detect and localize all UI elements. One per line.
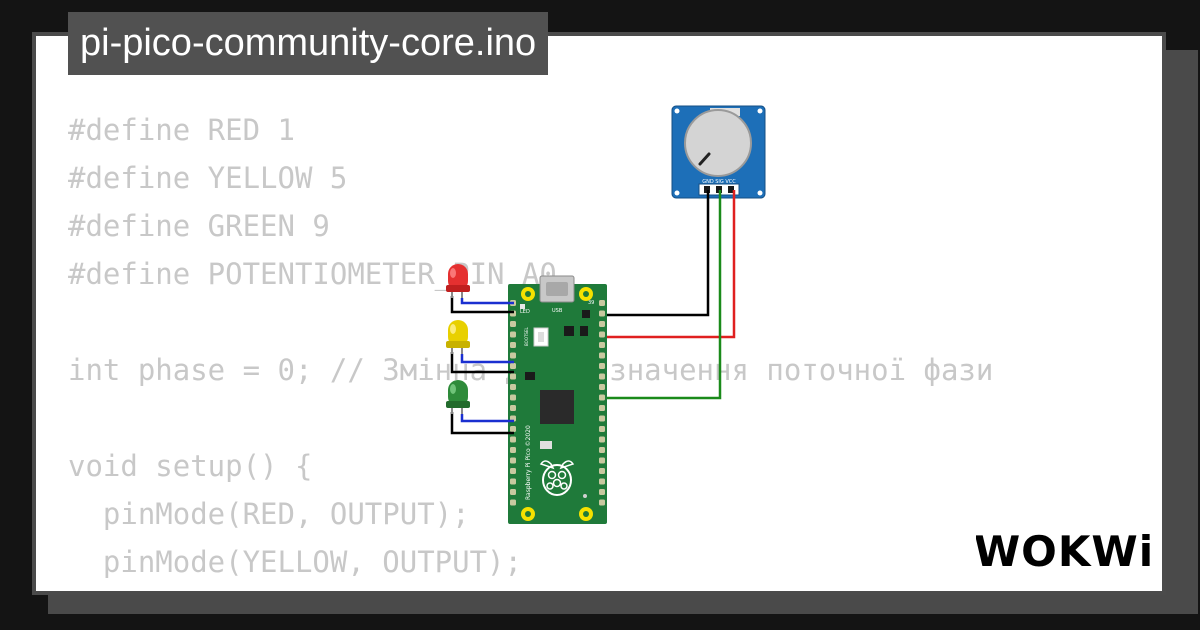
wire-red-led-gnd [450,296,514,314]
pico-pin [599,405,605,411]
pico-pin [599,489,605,495]
pico-pin [599,300,605,306]
pico-pin [510,331,516,338]
pico-pin [510,373,516,380]
pico-pin-label: 39 [588,300,594,306]
code-line: #define GREEN 9 [68,209,330,243]
led-green[interactable] [446,380,470,414]
pico-pin [510,468,516,474]
pico-pin [599,373,605,380]
pico-pin [510,457,516,464]
pico-pin [599,436,605,443]
pico-pin [510,478,516,485]
potentiometer[interactable]: GND SIG VCC [671,105,766,199]
pico-pin [599,384,605,390]
code-line: void setup() { [68,449,313,483]
pico-pin [510,426,516,432]
rp2040-chip [540,390,574,424]
project-title: pi-pico-community-core.ino [68,12,549,75]
code-line: #define YELLOW 5 [68,161,348,195]
wire-green-led-gnd [450,412,514,435]
pico-usb-label: USB [552,308,563,314]
pico-pin [510,352,516,359]
wire-gnd [597,190,710,317]
pico-pin [599,394,605,401]
pico-pin [599,331,605,338]
potentiometer-pins-label: GND SIG VCC [702,179,736,185]
pico-led-label: LED [520,309,530,315]
pico-pin [599,352,605,359]
pico-pin [599,321,605,327]
pico-pin [510,321,516,327]
pico-pin [599,415,605,422]
pico-pin [599,310,605,317]
pico-pins [510,300,605,506]
pico-bootsel-label: BOOTSEL [524,327,529,346]
pico-pin [599,499,605,506]
pico-pin [599,468,605,474]
pico-pin [510,384,516,390]
pico-pin [599,342,605,348]
wire-yellow-led-gnd [450,352,514,374]
wire-vcc [597,190,736,339]
pico-pin [510,342,516,348]
wire-sig [597,190,722,400]
code-line: pinMode(YELLOW, OUTPUT); [68,545,522,579]
pico-pin [510,405,516,411]
led-red[interactable] [446,264,470,298]
code-line: pinMode(RED, OUTPUT); [68,497,470,531]
wire-green-led-signal [460,414,514,423]
pico-pin [510,363,516,369]
pico-pin [510,489,516,495]
pico-pin [510,394,516,401]
pico-board-name: Raspberry Pi Pico ©2020 [525,425,532,500]
pico-pin [599,426,605,432]
raspberry-pi-logo-icon [539,460,575,496]
wokwi-logo-text: WOKWi [976,527,1152,576]
pico-pin [510,436,516,443]
led-yellow[interactable] [446,320,470,354]
pico-pin [599,363,605,369]
wokwi-logo[interactable]: WOKWi [976,522,1152,578]
pico-pin [599,457,605,464]
code-line: #define POTENTIOMETER_PIN A0 [68,257,557,291]
wire-yellow-led-signal [460,354,514,364]
code-line: #define RED 1 [68,113,295,147]
wire-red-led-signal [460,298,514,305]
pico-pin [510,447,516,453]
code-preview: #define RED 1 #define YELLOW 5 #define GRE… [68,106,993,591]
pico-pin [510,499,516,506]
pico-pin [599,447,605,453]
pico-pin [599,478,605,485]
potentiometer-knob[interactable] [684,109,752,177]
pico-board[interactable]: LED USB 39 BOOTSEL Raspberry Pi Pico ©20… [508,275,607,524]
